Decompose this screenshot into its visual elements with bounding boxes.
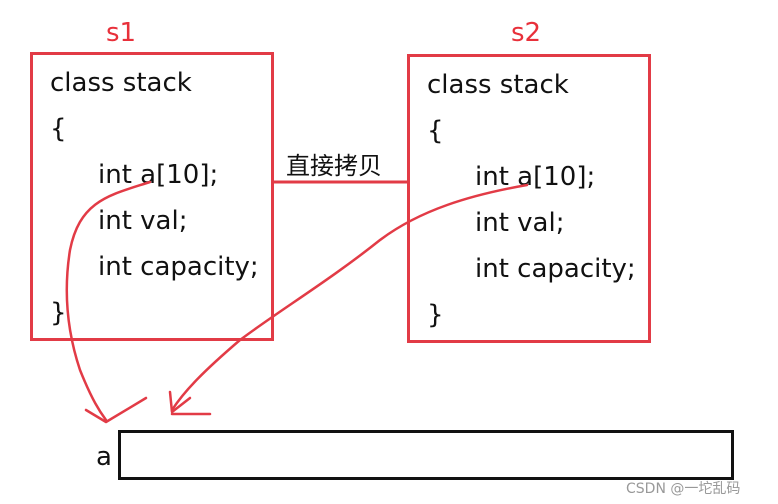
s2-member-capacity: int capacity;	[475, 254, 636, 284]
s2-member-val: int val;	[475, 208, 565, 238]
s1-close-brace: }	[50, 298, 67, 328]
watermark: CSDN @一坨乱码	[626, 481, 741, 497]
s1-member-capacity: int capacity;	[98, 252, 259, 282]
s2-class-header: class stack	[427, 70, 569, 100]
s1-member-val: int val;	[98, 206, 188, 236]
s2-close-brace: }	[427, 300, 444, 330]
s1-member-array: int a[10];	[98, 160, 219, 190]
array-label: a	[96, 442, 112, 472]
s1-label: s1	[106, 18, 137, 48]
s2-arrow-head	[168, 390, 192, 414]
s2-label: s2	[511, 18, 542, 48]
s2-member-array: int a[10];	[475, 162, 596, 192]
s1-class-header: class stack	[50, 68, 192, 98]
s1-arrow-head	[84, 396, 148, 424]
copy-label: 直接拷贝	[286, 152, 382, 180]
array-memory-box	[118, 430, 734, 480]
s2-open-brace: {	[427, 116, 444, 146]
s1-open-brace: {	[50, 114, 67, 144]
